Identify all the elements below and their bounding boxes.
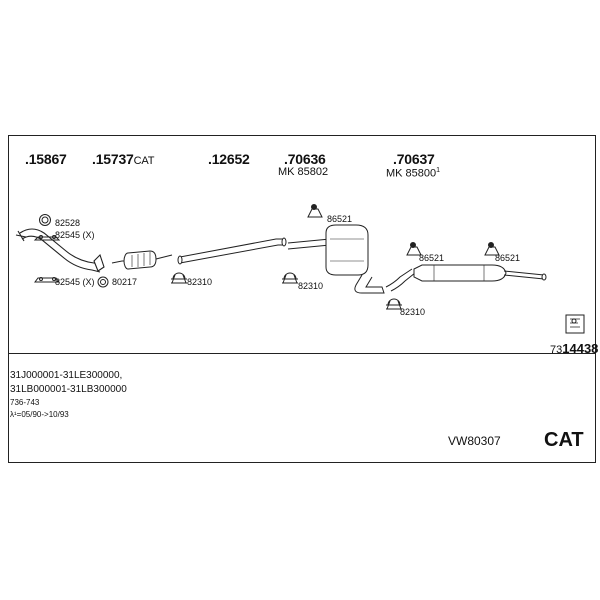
clamp-icon-3 [386,298,402,310]
mount-kit-85800: MK 858001 [386,167,441,180]
part-number-12652: .12652 [208,151,250,167]
front-pipe [15,228,105,273]
seal-ring-icon [97,276,109,288]
hanger-rubber-icon-1 [307,204,323,218]
system-code: VW80307 [448,434,501,448]
label-86521-3: 86521 [495,253,521,263]
label-82545-bottom: 82545 (X) [55,277,95,287]
exhaust-diagram [15,204,585,334]
label-82528: 82528 [55,218,81,228]
part-number-70636: .70636 [284,151,326,167]
fitting-kit-icon [565,314,585,334]
label-86521-2: 86521 [419,253,445,263]
diagram-frame [8,135,596,463]
middle-pipe [177,237,287,265]
label-82310-3: 82310 [400,307,426,317]
gasket-ring-icon [39,214,51,226]
flange-gasket-icon-2 [34,277,60,283]
frame-divider [8,353,596,354]
part-number-15737: .15737CAT [92,151,155,167]
catalytic-converter [111,250,173,270]
hanger-rubber-icon-2 [406,242,422,256]
vehicle-range-2: 31LB000001-31LB300000 [10,384,127,395]
label-82545-top: 82545 (X) [55,230,95,240]
label-86521-1: 86521 [327,214,353,224]
kit-number: 7314438 [550,341,599,356]
engine-code-range: 736-743 [10,398,40,407]
part-number-15867: .15867 [25,151,67,167]
label-82310-2: 82310 [298,281,324,291]
hanger-rubber-icon-3 [484,242,500,256]
cat-badge: CAT [544,429,584,451]
part-number-70637: .70637 [393,151,435,167]
lambda-date-range: λ¹=05/90->10/93 [10,410,69,419]
rear-silencer [385,264,547,292]
label-80217: 80217 [112,277,138,287]
front-silencer [287,224,385,294]
mount-kit-85802: MK 85802 [278,166,329,178]
clamp-icon-2 [282,272,298,284]
vehicle-range-1: 31J000001-31LE300000, [10,370,123,381]
clamp-icon-1 [171,272,187,284]
label-82310-1: 82310 [187,277,213,287]
